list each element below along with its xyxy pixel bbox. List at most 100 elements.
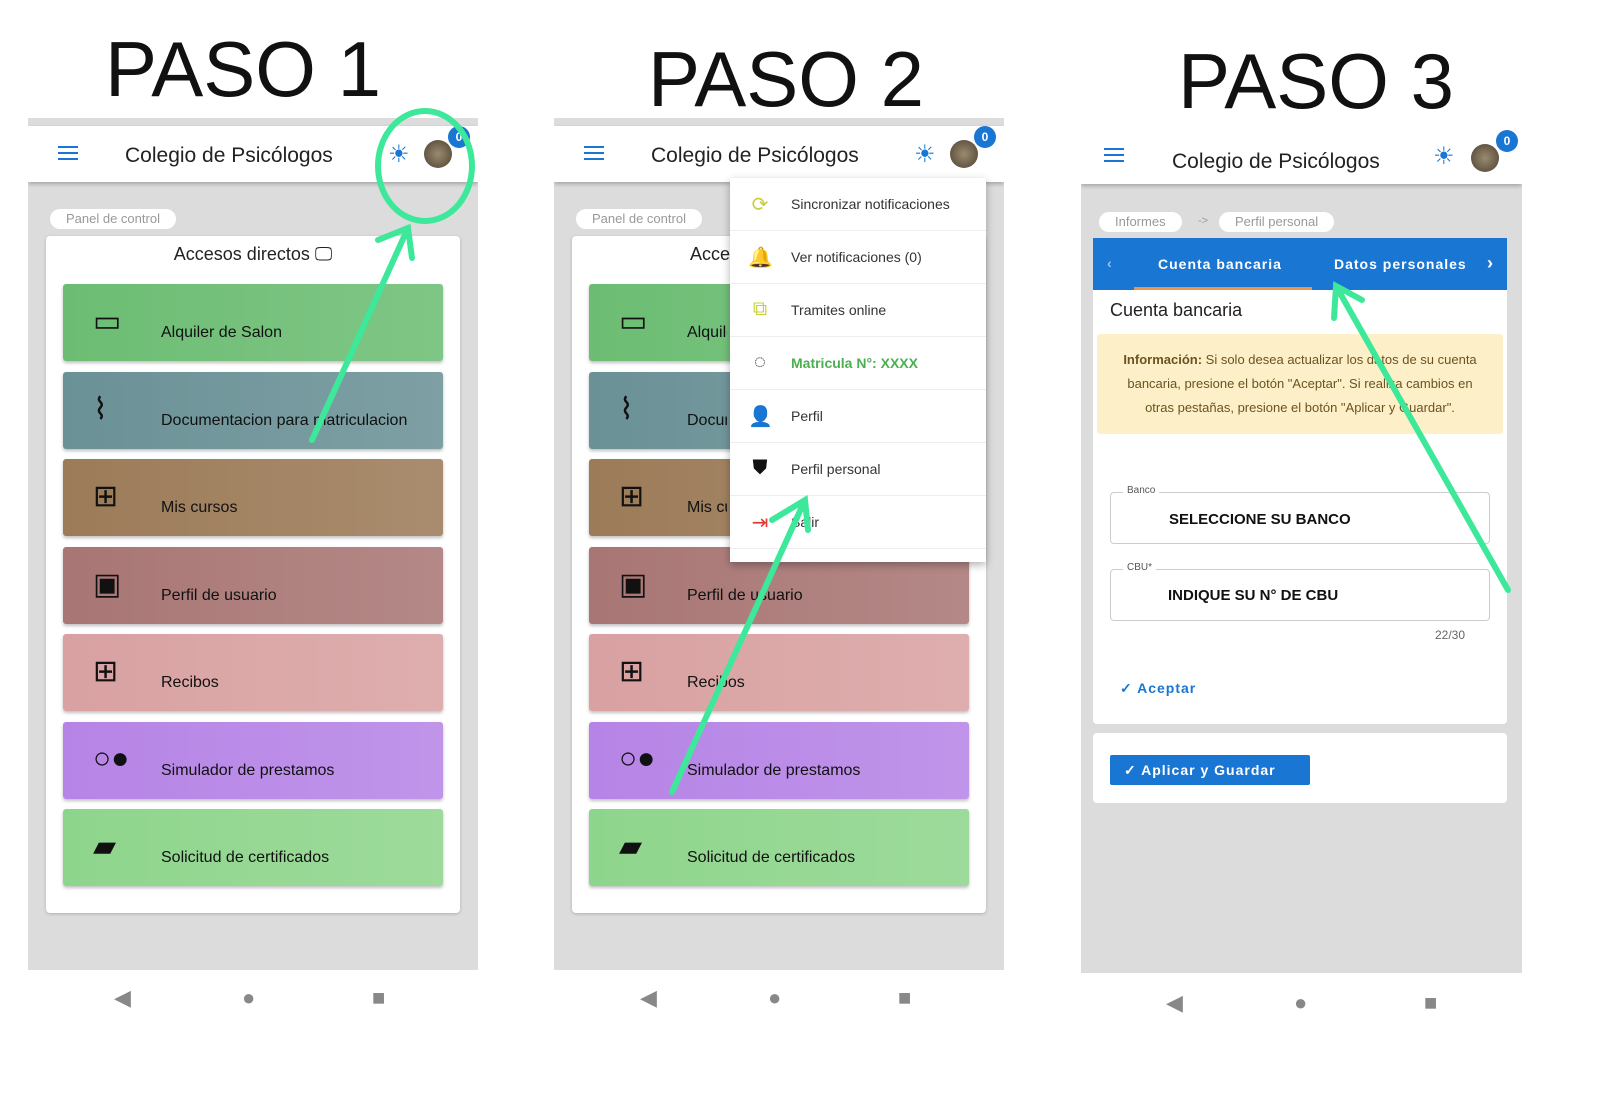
shortcut-tile[interactable]: ▰ Solicitud de certificados xyxy=(63,809,443,886)
check-icon: ✓ xyxy=(1124,762,1142,778)
shortcut-tile[interactable]: ⊞ Mis cursos xyxy=(63,459,443,536)
shortcut-tile[interactable]: ○●Simulador de prestamos xyxy=(589,721,969,799)
shortcut-tile[interactable]: ▰ Solicitud de certificados xyxy=(589,809,969,886)
shortcut-label: Solicitud de certificados xyxy=(161,849,330,866)
tab-bar: ‹ Cuenta bancaria Datos personales › xyxy=(1093,238,1507,290)
home-icon[interactable]: ● xyxy=(768,985,782,1010)
section-title: Cuenta bancaria xyxy=(1110,300,1243,320)
calendar-icon: ▭ xyxy=(619,305,648,338)
avatar[interactable] xyxy=(950,140,978,168)
shortcut-tile[interactable]: ⊞ Recibos xyxy=(63,634,443,711)
step-1-title: PASO 1 xyxy=(105,25,382,113)
dropdown-item[interactable]: 🔔 Ver notificaciones (0) xyxy=(730,231,986,284)
add-screen-icon: ⊞ xyxy=(619,655,645,688)
shortcut-label: Mis cursos xyxy=(161,499,238,516)
breadcrumb-panel-de-control[interactable]: Panel de control xyxy=(576,209,702,229)
accept-button[interactable]: ✓ Aceptar xyxy=(1120,680,1196,697)
shortcuts-title-text: Accesos directos xyxy=(690,244,730,264)
monitor-icon: 🖵 xyxy=(309,244,333,264)
add-screen-icon: ⊞ xyxy=(93,480,119,513)
shortcut-label: Simulador de prestamos xyxy=(687,761,861,779)
paperclip-icon: ⌇ xyxy=(619,392,634,426)
app-header: Colegio de Psicólogos☀0 xyxy=(28,126,478,182)
sync-icon: ⟳ xyxy=(751,194,769,216)
add-screen-icon: ⊞ xyxy=(93,655,119,688)
folder-user-icon: ▰ xyxy=(93,830,117,863)
theme-toggle-icon[interactable]: ☀ xyxy=(388,141,410,168)
recents-icon[interactable]: ■ xyxy=(898,985,912,1010)
dropdown-item-label: Tramites online xyxy=(791,302,887,318)
apply-save-button[interactable]: ✓ Aplicar y Guardar xyxy=(1110,755,1310,785)
theme-toggle-icon[interactable]: ☀ xyxy=(914,141,936,168)
dropdown-item[interactable]: 👤Perfil xyxy=(730,390,986,443)
shortcut-label: Perfil de usuario xyxy=(687,586,803,604)
user-dropdown-menu: ⟳Sincronizar notificaciones 🔔 Ver notifica… xyxy=(730,178,986,562)
recents-icon[interactable]: ■ xyxy=(1424,990,1438,1015)
shortcut-tile[interactable]: ○●Simulador de prestamos xyxy=(63,721,443,799)
accept-label: Aceptar xyxy=(1137,680,1197,696)
cbu-label: CBU* xyxy=(1123,562,1157,573)
notification-badge: 0 xyxy=(974,126,996,148)
step-2-title: PASO 2 xyxy=(648,35,925,123)
highlight-circle xyxy=(375,108,475,224)
theme-toggle-icon[interactable]: ☀ xyxy=(1433,143,1455,170)
cbu-counter: 22/30 xyxy=(1435,628,1466,642)
shortcut-label: Alquiler de Salon xyxy=(161,324,282,341)
app-header: Colegio de Psicólogos☀0 xyxy=(554,126,1004,182)
back-icon[interactable]: ◀ xyxy=(640,985,657,1010)
home-icon[interactable]: ● xyxy=(242,985,256,1010)
recents-icon[interactable]: ■ xyxy=(372,985,386,1010)
dropdown-item-label: Ver notificaciones (0) xyxy=(791,249,922,265)
breadcrumb-separator: -> xyxy=(1198,215,1209,227)
dropdown-item[interactable]: ⛊ Perfil personal xyxy=(730,443,986,496)
breadcrumb-informes[interactable]: Informes xyxy=(1099,212,1182,232)
avatar[interactable] xyxy=(424,140,452,168)
toggle-icon: ○● xyxy=(93,741,130,775)
tab-cuenta-bancaria[interactable]: Cuenta bancaria xyxy=(1158,256,1282,272)
dropdown-item-label: Perfil personal xyxy=(791,461,881,477)
shield-check-icon: ⛊ xyxy=(752,457,768,479)
info-alert: Información: Si solo desea actualizar lo… xyxy=(1097,334,1503,434)
shortcuts-card: Accesos directos▭Alquiler de Salon⌇Docum… xyxy=(572,236,986,913)
bell-icon: 🔔 xyxy=(748,247,773,269)
person-icon: 👤 xyxy=(748,406,773,428)
shortcut-label: Solicitud de certificados xyxy=(687,849,856,866)
shortcut-tile[interactable]: ⌇Documentacion para matriculacion xyxy=(63,371,443,449)
loading-icon: ◌ xyxy=(754,351,766,373)
arrow-step-2 xyxy=(669,494,811,795)
shortcut-tile[interactable]: ⊞Recibos xyxy=(589,634,969,711)
app-title: Colegio de Psicólogos xyxy=(1172,150,1380,173)
back-icon[interactable]: ◀ xyxy=(114,985,131,1010)
shortcut-label: Perfil de usuario xyxy=(161,586,277,604)
step-3-title: PASO 3 xyxy=(1178,37,1455,125)
dropdown-item-label: Matricula N°: XXXX xyxy=(791,355,918,371)
bank-select[interactable]: Banco SELECCIONE SU BANCO xyxy=(1110,485,1490,544)
menu-icon[interactable] xyxy=(58,146,78,164)
breadcrumb-perfil-personal[interactable]: Perfil personal xyxy=(1219,212,1335,232)
arrow-step-3 xyxy=(1331,281,1511,593)
dropdown-item[interactable]: ◌ Matricula N°: XXXX xyxy=(730,337,986,390)
logout-icon: ⇥ xyxy=(751,512,769,534)
back-icon[interactable]: ◀ xyxy=(1166,990,1183,1015)
dropdown-item[interactable]: ⧉Tramites online xyxy=(730,284,986,337)
shortcut-label: Documentacion para matriculacion xyxy=(687,411,727,429)
dropdown-item[interactable]: ⟳Sincronizar notificaciones xyxy=(730,178,986,231)
cbu-input[interactable]: CBU* INDIQUE SU N° DE CBU xyxy=(1110,562,1490,621)
contact-icon: ▣ xyxy=(93,567,122,601)
folder-user-icon: ▰ xyxy=(619,830,643,863)
bank-value: SELECCIONE SU BANCO xyxy=(1169,511,1351,528)
menu-icon[interactable] xyxy=(584,146,604,164)
menu-icon[interactable] xyxy=(1104,148,1124,166)
avatar[interactable] xyxy=(1471,144,1499,172)
tab-datos-personales[interactable]: Datos personales xyxy=(1334,256,1467,272)
tab-next-icon[interactable]: › xyxy=(1487,253,1494,273)
shortcut-tile[interactable]: ▣ Perfil de usuario xyxy=(63,546,443,624)
apply-label: Aplicar y Guardar xyxy=(1141,762,1276,778)
tab-prev-icon[interactable]: ‹ xyxy=(1107,255,1113,271)
shortcuts-title: Accesos directos xyxy=(690,244,730,265)
breadcrumb-panel-de-control[interactable]: Panel de control xyxy=(50,209,176,229)
shortcut-label: Recibos xyxy=(161,674,219,691)
home-icon[interactable]: ● xyxy=(1294,990,1308,1015)
